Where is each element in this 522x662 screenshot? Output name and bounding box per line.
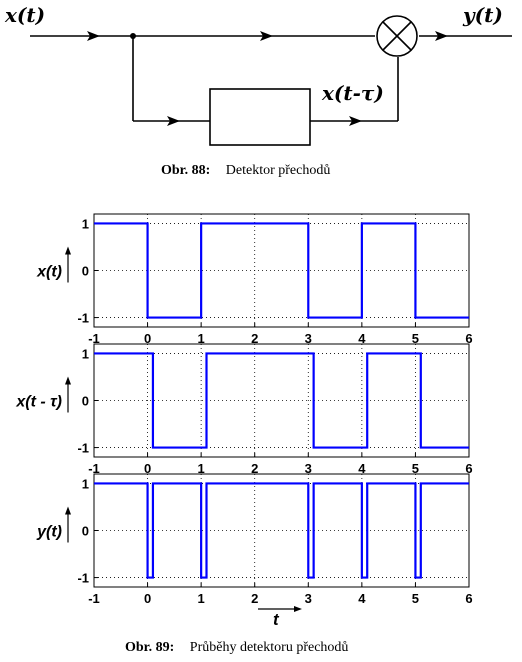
delay-block — [209, 88, 311, 146]
multiplier-icon — [376, 15, 418, 57]
signal-line — [94, 482, 469, 579]
x-tick-label: 1 — [198, 591, 205, 606]
arrow-icon — [435, 31, 448, 41]
x-tick-label: 2 — [251, 461, 258, 476]
y-arrow-head-icon — [65, 376, 71, 385]
x-tick-label: 2 — [251, 331, 258, 346]
y-tick-label: 0 — [82, 264, 89, 279]
y-axis-label: x(t - τ) — [15, 394, 62, 411]
y-tick-label: 0 — [82, 394, 89, 409]
figure-88-text: Detektor přechodů — [225, 163, 331, 178]
arrow-icon — [349, 116, 362, 126]
figure-88-caption: Obr. 88: Detektor přechodů — [161, 163, 330, 179]
x-tick-label: 0 — [144, 331, 151, 346]
y-axis-label: y(t) — [36, 524, 62, 541]
x-tick-label: 0 — [144, 591, 151, 606]
x-tick-label: 6 — [465, 331, 472, 346]
x-tick-label: -1 — [88, 461, 100, 476]
figure-89-caption: Obr. 89: Průběhy detektoru přechodů — [125, 640, 348, 656]
x-tick-label: 3 — [305, 331, 312, 346]
x-tick-label: 1 — [198, 461, 205, 476]
arrow-icon — [167, 116, 180, 126]
x-tick-label: 5 — [412, 461, 419, 476]
x-tick-label: 5 — [412, 331, 419, 346]
x-tick-label: -1 — [88, 591, 100, 606]
figure-89-number: Obr. 89: — [125, 640, 175, 655]
signal-line — [94, 222, 469, 319]
y-tick-label: 1 — [82, 216, 89, 231]
y-tick-label: -1 — [77, 311, 89, 326]
x-tick-label: 3 — [305, 591, 312, 606]
x-tick-label: 4 — [358, 591, 366, 606]
delayed-signal-label: x(t-τ) — [321, 81, 384, 105]
chart-2: -1 0 1 2 3 4 5 6 1 0 -1 x(t - τ) — [15, 343, 473, 476]
y-tick-label: 1 — [82, 346, 89, 361]
x-tick-label: 6 — [465, 591, 472, 606]
x-tick-label: 4 — [358, 331, 366, 346]
x-tick-label: 4 — [358, 461, 366, 476]
arrow-icon — [87, 31, 100, 41]
signal-line — [94, 352, 469, 449]
x-tick-label: 0 — [144, 461, 151, 476]
y-tick-label: 0 — [82, 524, 89, 539]
y-arrow-head-icon — [65, 506, 71, 515]
x-tick-label: 3 — [305, 461, 312, 476]
chart-3: -1 0 1 2 3 4 5 6 1 0 -1 y(t) — [36, 473, 473, 606]
block-diagram: x(t) y(t) x(t-τ) τ — [4, 3, 512, 146]
x-tick-label: 1 — [198, 331, 205, 346]
x-tick-label: 2 — [251, 591, 258, 606]
figure-88-number: Obr. 88: — [161, 163, 211, 178]
output-label: y(t) — [462, 3, 503, 27]
y-tick-label: 1 — [82, 476, 89, 491]
t-arrow-head-icon — [294, 606, 302, 612]
y-tick-label: -1 — [77, 441, 89, 456]
figure-89-text: Průběhy detektoru přechodů — [189, 640, 349, 655]
t-axis-label: t — [273, 610, 280, 629]
arrow-icon — [260, 31, 273, 41]
flow-arrows — [87, 31, 448, 126]
input-label: x(t) — [4, 3, 45, 27]
x-tick-label: 5 — [412, 591, 419, 606]
y-arrow-head-icon — [65, 246, 71, 255]
x-tick-label: -1 — [88, 331, 100, 346]
junction-dot — [130, 33, 136, 39]
y-tick-label: -1 — [77, 571, 89, 586]
y-axis-label: x(t) — [36, 264, 62, 281]
chart-1: -1 0 1 2 3 4 5 6 1 0 -1 x(t) — [36, 213, 473, 346]
x-tick-label: 6 — [465, 461, 472, 476]
